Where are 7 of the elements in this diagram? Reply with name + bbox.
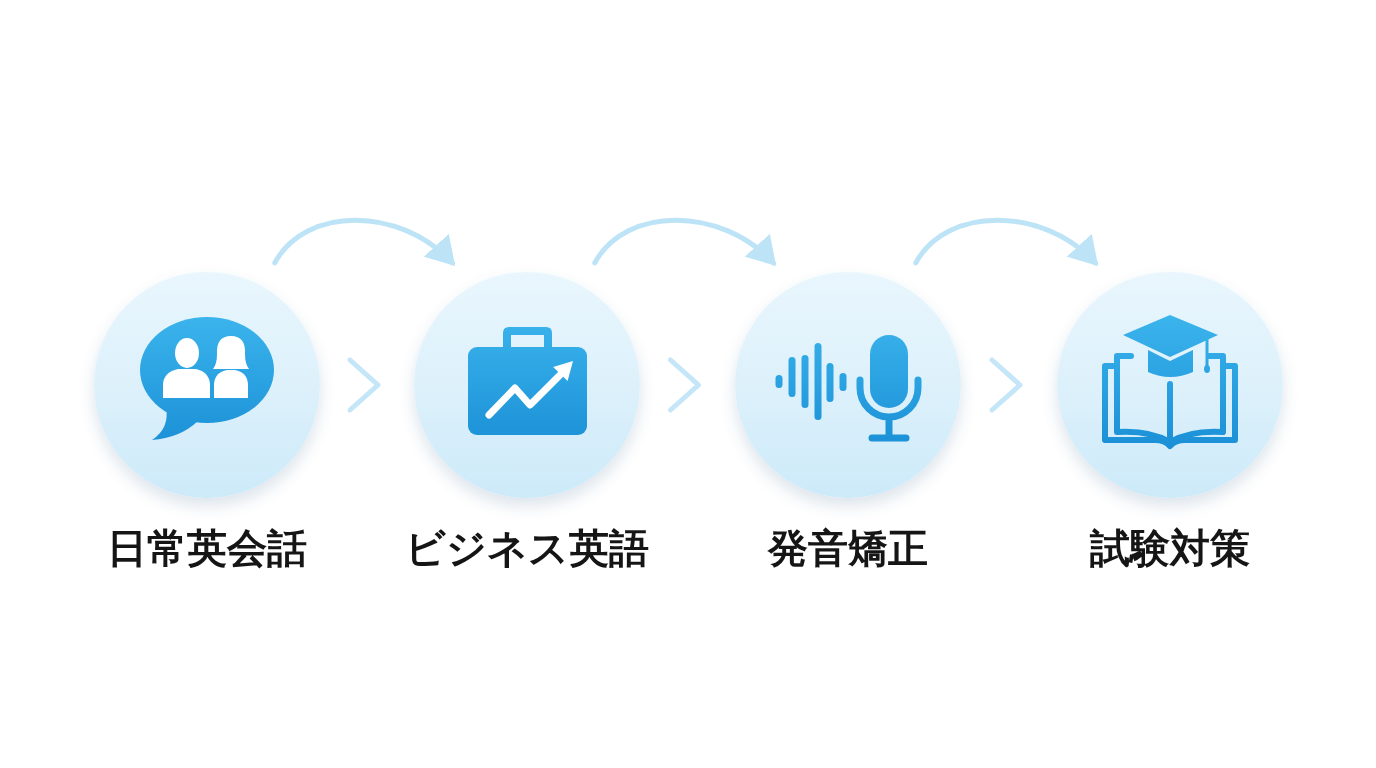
curved-arrow [592, 217, 777, 266]
step-label: ビジネス英語 [405, 524, 649, 572]
curved-arrow [913, 217, 1099, 266]
step-label: 日常英会話 [107, 524, 307, 572]
curved-arrow [272, 217, 456, 266]
step-label: 試験対策 [1090, 524, 1250, 572]
step-label: 発音矯正 [768, 524, 928, 572]
